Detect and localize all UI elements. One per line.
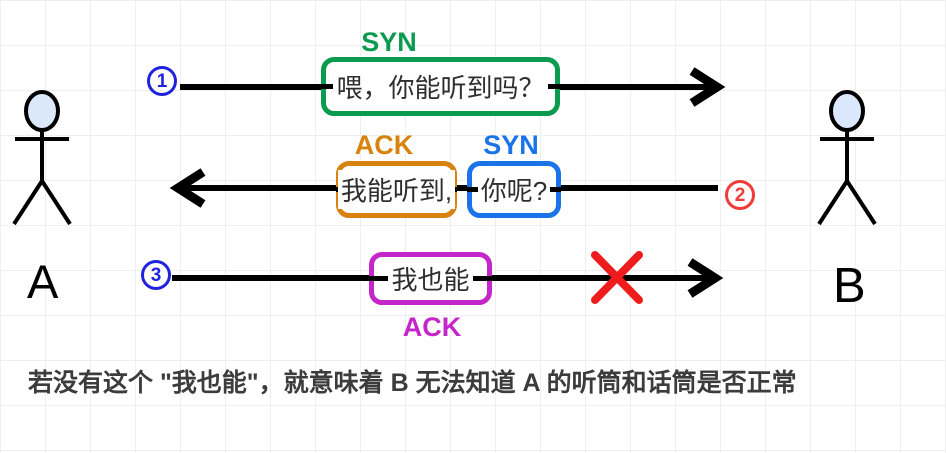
actor-a-label: A (27, 255, 59, 308)
step2-ack-tag: ACK (354, 130, 414, 160)
step2-ack-message-text: 我能听到, (337, 170, 456, 209)
step1-badge: 1 (147, 66, 177, 96)
step2-syn-tag: SYN (483, 130, 539, 160)
step3-message-box: 我也能 (369, 252, 492, 305)
step3-ack-tag: ACK (402, 312, 462, 342)
step3-message-text: 我也能 (388, 259, 473, 298)
step1-syn-tag: SYN (361, 27, 417, 57)
figure-a-head (24, 90, 60, 132)
step2-badge: 2 (725, 180, 755, 210)
step2-ack-message-box: 我能听到, (336, 161, 457, 218)
step3-badge: 3 (141, 260, 171, 290)
stick-figure-a (12, 90, 72, 226)
step2-syn-message-box: 你呢? (467, 161, 561, 218)
step1-message-box: 喂，你能听到吗？ (321, 57, 560, 116)
step1-message-text: 喂，你能听到吗？ (333, 67, 548, 106)
lost-packet-x-icon (591, 251, 643, 304)
stick-figure-b (817, 90, 877, 226)
diagram-caption: 若没有这个 "我也能"，就意味着 B 无法知道 A 的听筒和话筒是否正常 (28, 369, 797, 397)
step2-syn-message-text: 你呢? (477, 170, 551, 209)
figure-b-head (829, 90, 865, 132)
actor-b-label: B (833, 259, 866, 313)
